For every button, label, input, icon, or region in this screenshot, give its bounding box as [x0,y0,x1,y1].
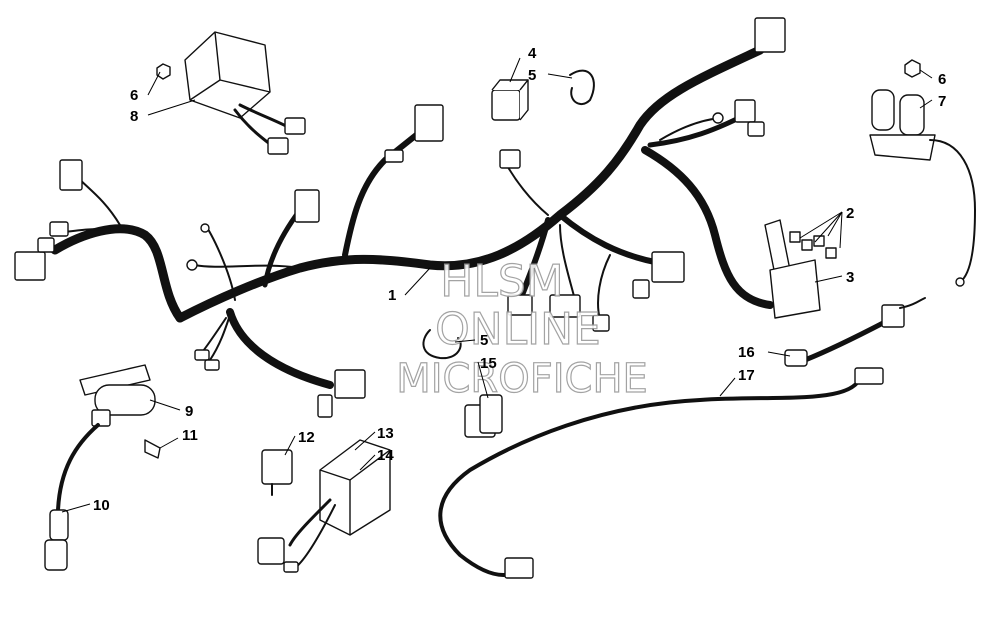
callout-1: 1 [388,287,396,304]
callout-11: 11 [182,427,198,444]
callout-14: 14 [377,447,394,464]
callout-16: 16 [738,344,755,361]
battery-cable [438,297,926,579]
callout-15: 15 [480,355,497,372]
cdi-unit [257,439,391,573]
callout-17: 17 [738,367,755,384]
callout-8: 8 [130,108,138,125]
callout-6-right: 6 [938,71,946,88]
callout-4: 4 [528,45,537,62]
callout-12: 12 [298,429,315,446]
watermark-line-2: ONLINE [435,304,601,355]
callout-9: 9 [185,403,193,420]
fuse-box [764,219,837,319]
condenser [44,364,179,571]
callout-13: 13 [377,425,394,442]
nut-icon [904,59,921,78]
callout-labels: 1 2 3 4 5 5 6 6 7 8 9 10 11 12 13 14 15 … [93,45,946,514]
callout-6-left: 6 [130,87,138,104]
watermark-line-3: MICROFICHE [396,356,648,402]
callout-3: 3 [846,269,854,286]
relay-center [422,329,503,438]
callout-2: 2 [846,205,854,222]
callout-7: 7 [938,93,946,110]
ignition-coil [869,59,976,287]
callout-5-top: 5 [528,67,536,84]
nut-icon [156,63,171,80]
callout-leaders [61,57,933,513]
callout-5-center: 5 [480,332,488,349]
callout-10: 10 [93,497,110,514]
voltage-regulator [156,31,306,155]
main-wiring-harness [50,45,774,389]
relay-top [491,69,595,121]
watermark-line-1: HLSM [440,256,564,307]
harness-connectors [14,17,786,418]
watermark: HLSM ONLINE MICROFICHE [396,255,649,402]
